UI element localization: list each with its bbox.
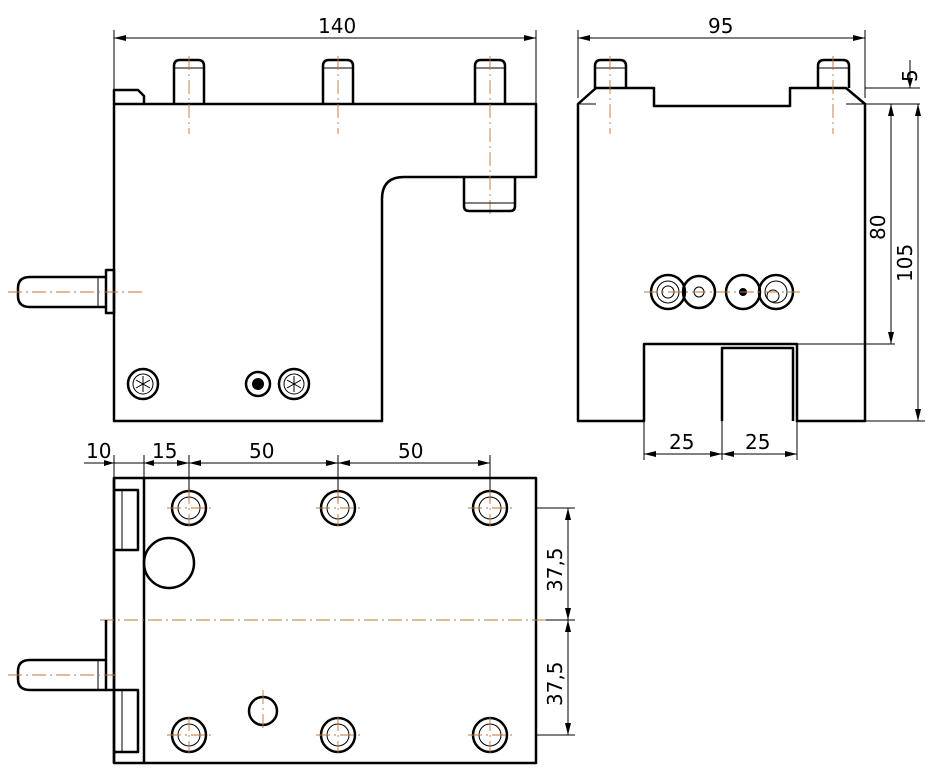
dim-10-label: 10 <box>86 439 111 463</box>
top-large-bore <box>142 536 196 590</box>
dim-80-label: 80 <box>866 215 890 240</box>
dim-25-a-label: 25 <box>669 430 694 454</box>
dim-25-b: 25 <box>722 430 797 457</box>
dim-95-label: 95 <box>708 14 733 38</box>
side-fittings <box>644 273 800 311</box>
top-centerlines <box>100 490 546 753</box>
dim-105: 105 <box>893 104 921 421</box>
dim-5-label: 5 <box>898 69 922 82</box>
dim-50-a-label: 50 <box>249 439 274 463</box>
top-view: 10 15 50 50 <box>8 439 575 765</box>
front-view: 140 <box>8 14 538 423</box>
dim-105-label: 105 <box>893 244 917 282</box>
front-bottom-stub <box>462 177 517 213</box>
dim-25-b-label: 25 <box>745 430 770 454</box>
dim-140-label: 140 <box>318 14 356 38</box>
dim-37-5-b: 37,5 <box>543 620 571 735</box>
dim-37-5-b-label: 37,5 <box>543 661 567 706</box>
dim-25-a: 25 <box>644 430 722 457</box>
dim-50-b-label: 50 <box>398 439 423 463</box>
side-body-outline <box>576 86 867 423</box>
dim-95: 95 <box>578 14 865 41</box>
dim-37-5-a: 37,5 <box>543 508 571 620</box>
dim-140: 140 <box>114 14 536 41</box>
side-view: 95 <box>576 14 925 460</box>
dim-15-label: 15 <box>152 439 177 463</box>
front-top-pins <box>172 58 507 104</box>
front-body-outline <box>112 88 538 423</box>
dim-37-5-a-label: 37,5 <box>543 547 567 592</box>
dim-80: 80 <box>866 104 894 344</box>
front-screws <box>126 367 311 401</box>
dim-5: 5 <box>898 60 922 88</box>
top-holes <box>170 489 509 754</box>
front-left-shaft <box>8 268 146 315</box>
top-left-shaft <box>8 620 116 692</box>
